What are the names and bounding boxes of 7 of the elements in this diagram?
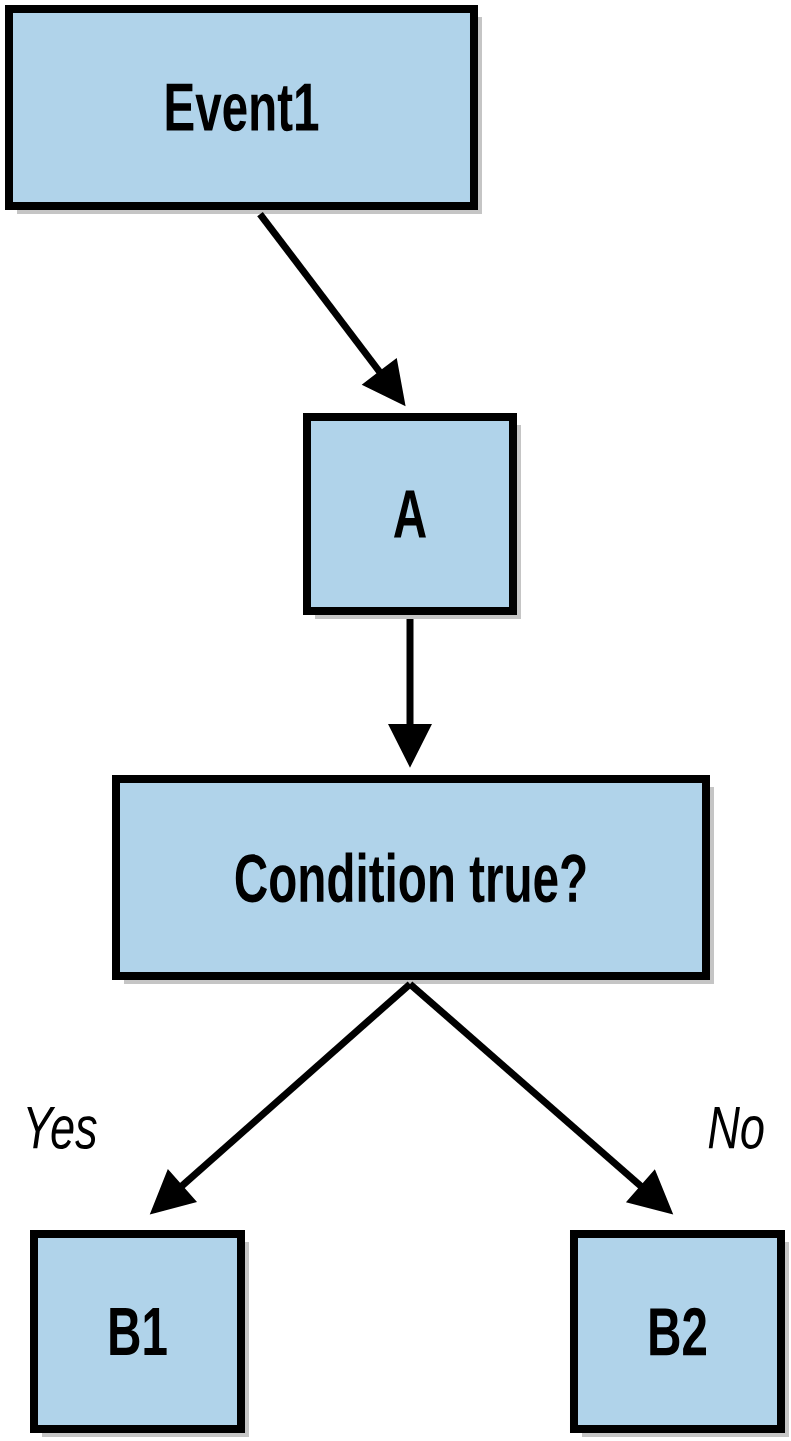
- process-box: Condition true?: [112, 775, 714, 984]
- process-box: Event1: [5, 5, 482, 214]
- process-box: B1: [30, 1230, 249, 1437]
- edge-label: No: [708, 1107, 764, 1149]
- process-box: B2: [570, 1230, 789, 1437]
- edge-label: Yes: [27, 1107, 97, 1149]
- process-box: A: [303, 413, 521, 619]
